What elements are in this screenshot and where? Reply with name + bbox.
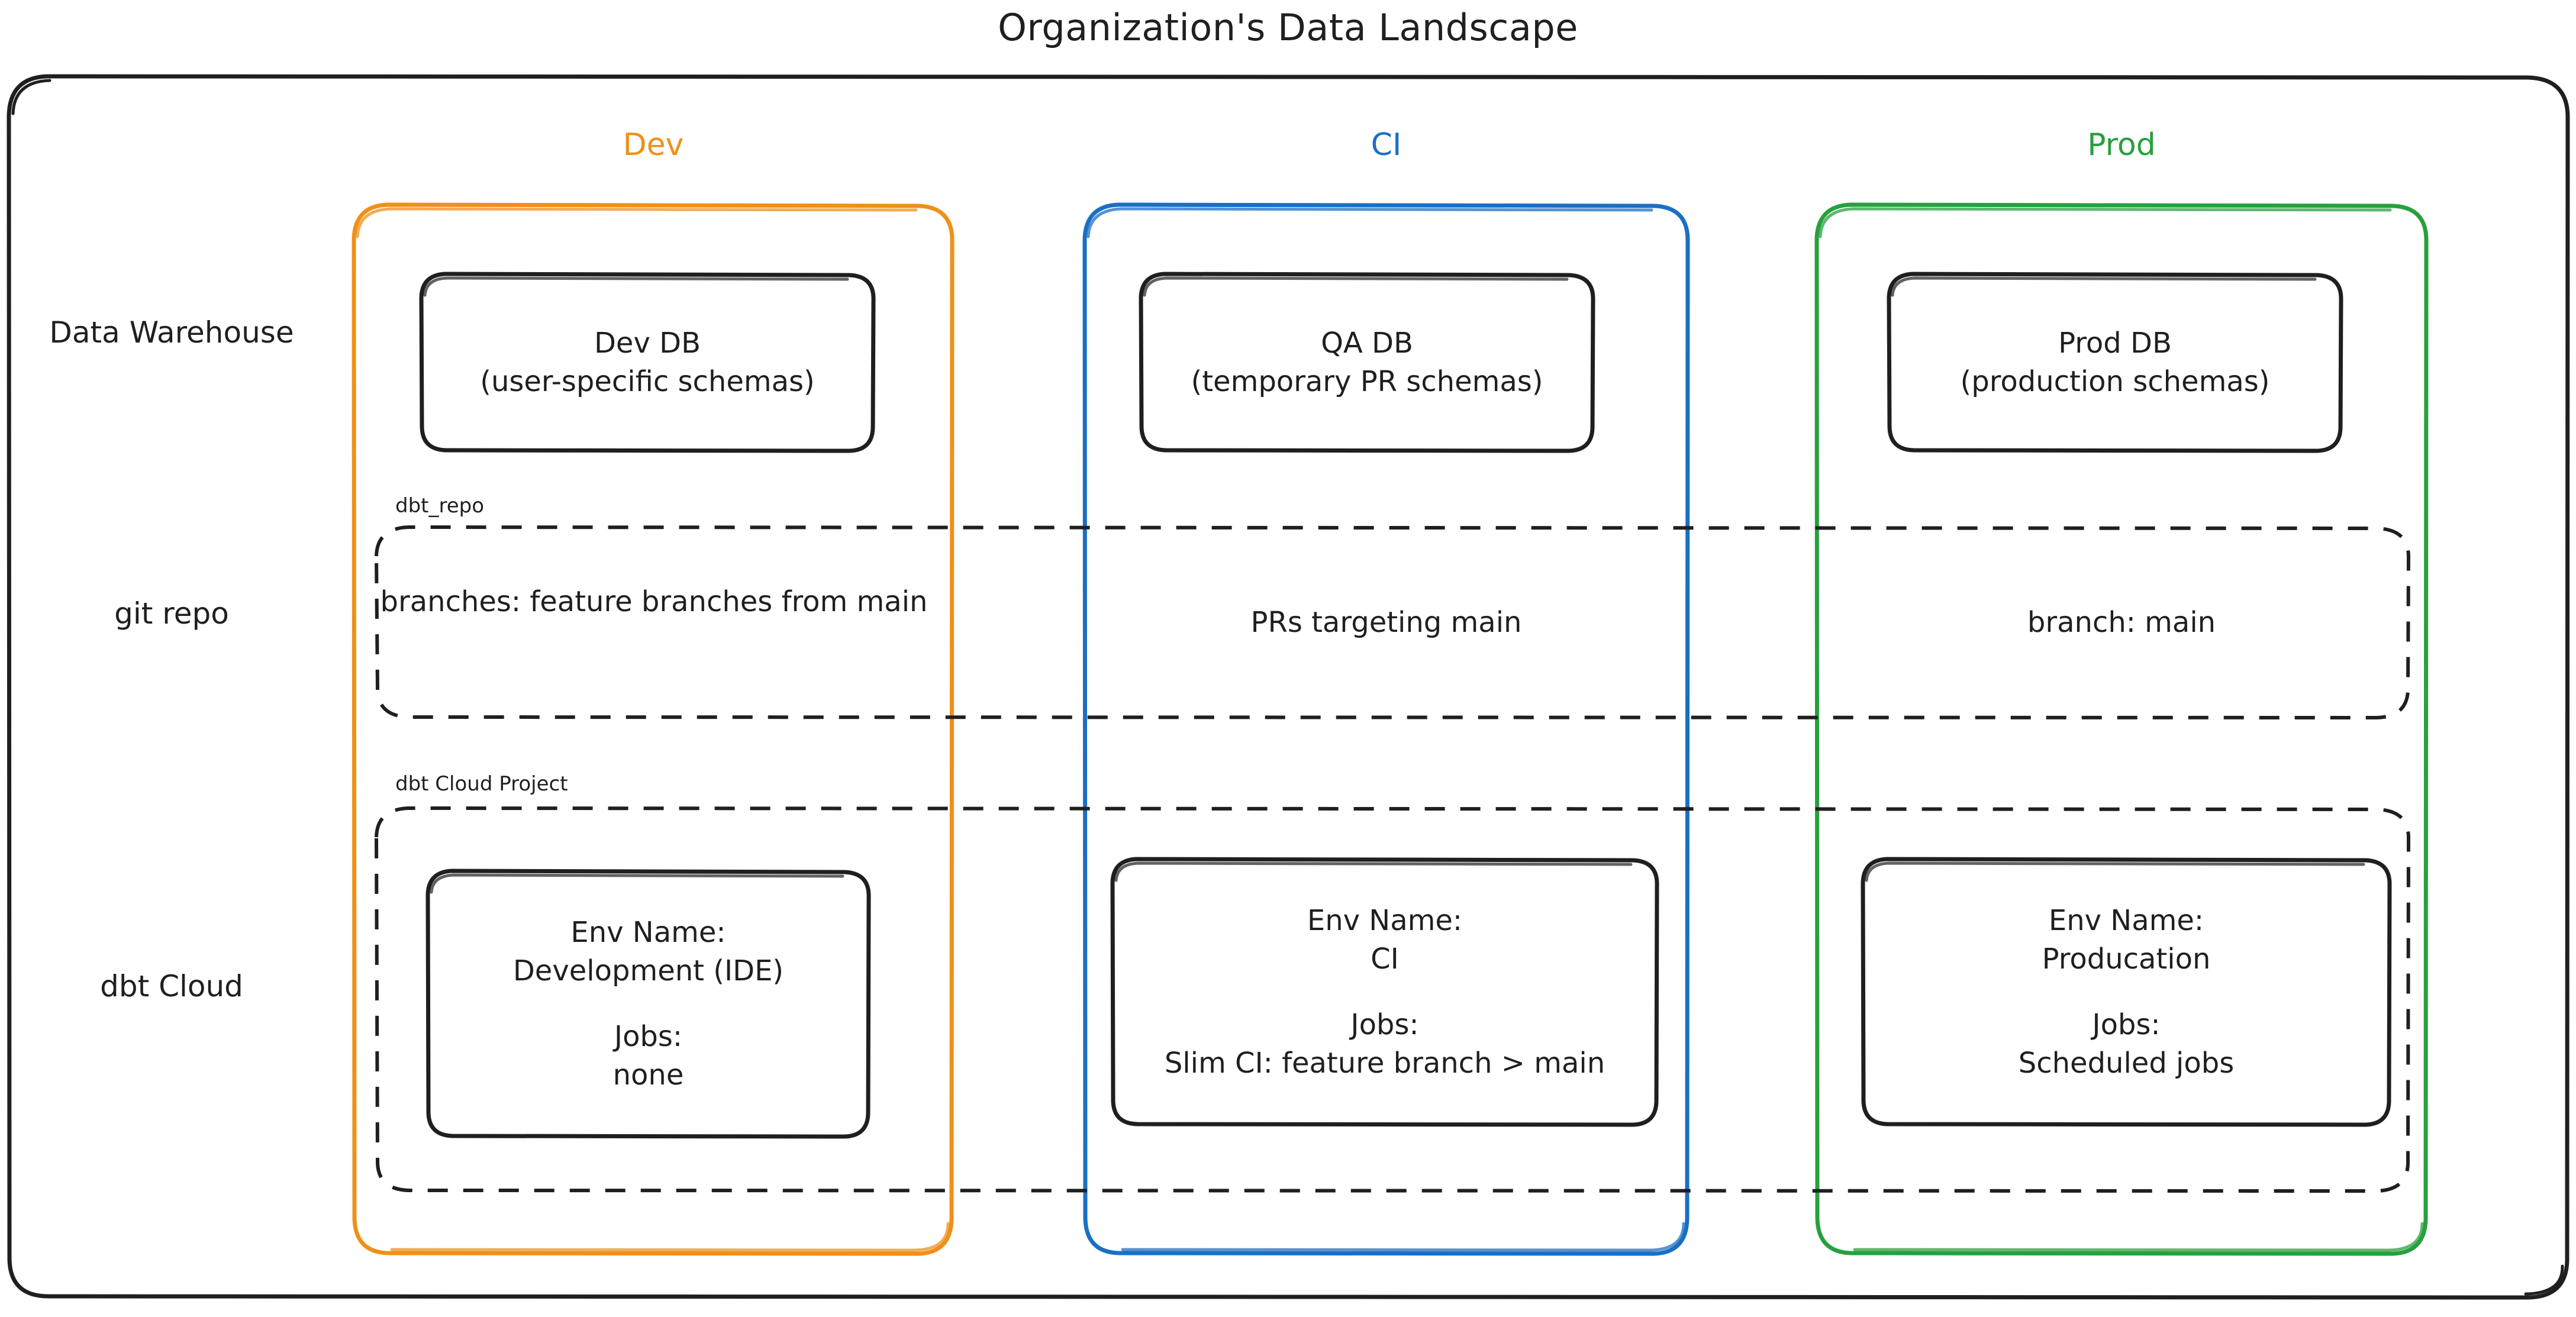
dbt-prod-jobs-label: Jobs:: [2092, 1008, 2161, 1041]
node-dev-db-line2: (user-specific schemas): [480, 365, 815, 398]
dbt-dev-jobs-value: none: [612, 1058, 684, 1092]
page-title: Organization's Data Landscape: [998, 6, 1578, 49]
dbt-prod-env-value: Producation: [2042, 942, 2211, 976]
dbt-ci-env-label: Env Name:: [1307, 904, 1463, 938]
node-qa-db[interactable]: QA DB (temporary PR schemas): [1141, 274, 1593, 451]
node-dev-db[interactable]: Dev DB (user-specific schemas): [421, 274, 873, 451]
node-dbt-cloud-ci[interactable]: Env Name: CI Jobs: Slim CI: feature bran…: [1113, 859, 1657, 1125]
row-label-line1: Data: [49, 315, 120, 350]
row-label-line2: Warehouse: [129, 315, 294, 350]
dbt-ci-jobs-value: Slim CI: feature branch > main: [1164, 1046, 1605, 1080]
dbt-dev-env-value: Development (IDE): [512, 954, 784, 988]
group-label-dbt-repo: dbt_repo: [395, 494, 485, 518]
git-text-ci: PRs targeting main: [1086, 603, 1687, 642]
column-header-dev: Dev: [623, 127, 684, 163]
dbt-prod-jobs-value: Scheduled jobs: [2018, 1046, 2235, 1080]
row-label-git-repo: git repo: [36, 595, 308, 632]
node-prod-db[interactable]: Prod DB (production schemas): [1889, 274, 2341, 451]
git-text-prod: branch: main: [1817, 603, 2426, 642]
node-dbt-cloud-dev[interactable]: Env Name: Development (IDE) Jobs: none: [428, 871, 869, 1137]
node-qa-db-line2: (temporary PR schemas): [1191, 365, 1543, 398]
column-header-prod: Prod: [2087, 127, 2156, 163]
dbt-ci-env-value: CI: [1371, 942, 1399, 976]
node-dbt-cloud-prod[interactable]: Env Name: Producation Jobs: Scheduled jo…: [1863, 859, 2390, 1125]
row-label-data-warehouse: Data Warehouse: [36, 314, 308, 351]
node-prod-db-line1: Prod DB: [2058, 327, 2172, 360]
node-qa-db-line1: QA DB: [1321, 327, 1413, 360]
git-text-ci-line1: PRs targeting main: [1250, 606, 1522, 639]
dbt-dev-env-label: Env Name:: [570, 916, 726, 950]
row-label-line1: git repo: [114, 596, 229, 631]
git-text-prod-line1: branch: main: [2027, 606, 2216, 639]
dbt-dev-jobs-label: Jobs:: [614, 1020, 683, 1053]
node-dev-db-line1: Dev DB: [594, 327, 701, 360]
row-label-dbt-cloud: dbt Cloud: [36, 967, 308, 1005]
node-prod-db-line2: (production schemas): [1960, 365, 2270, 398]
row-label-line1: dbt Cloud: [100, 969, 243, 1003]
column-header-ci: CI: [1371, 127, 1402, 163]
git-text-dev: branches: feature branches from main: [355, 583, 953, 621]
dbt-prod-env-label: Env Name:: [2048, 904, 2204, 938]
git-text-dev-line2: feature branches from main: [530, 585, 928, 618]
group-label-dbt-cloud-project: dbt Cloud Project: [395, 772, 568, 796]
dbt-ci-jobs-label: Jobs:: [1350, 1008, 1419, 1041]
git-text-dev-line1: branches:: [380, 585, 521, 618]
